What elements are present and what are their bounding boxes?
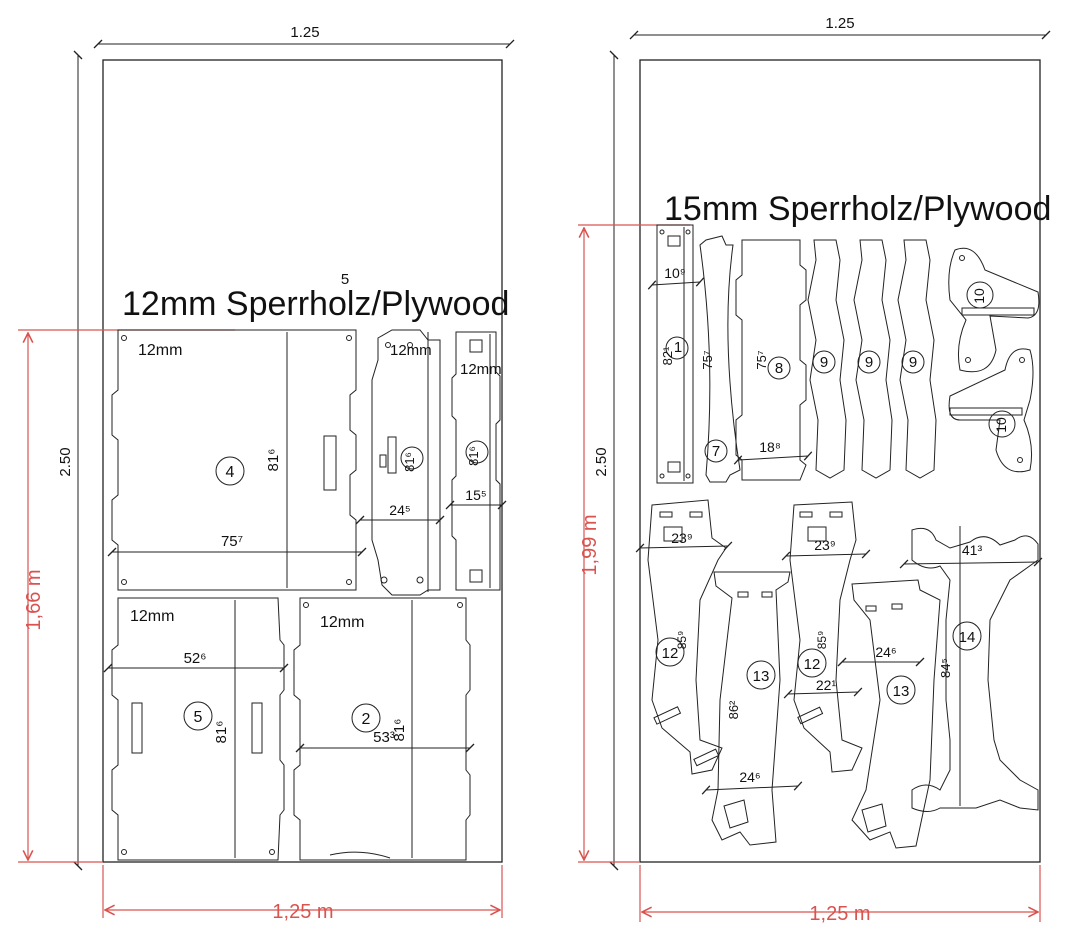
part-13-a-width: 24⁶ xyxy=(739,769,760,785)
part-13-a xyxy=(701,571,803,846)
part-9-c-number: 9 xyxy=(909,354,917,371)
part-7 xyxy=(699,235,741,483)
left-red-width-label: 1,25 m xyxy=(272,901,333,923)
part-9-a-number: 9 xyxy=(820,354,828,371)
part-12-b-number: 12 xyxy=(804,656,821,673)
part-9-a xyxy=(807,239,847,479)
part-7-number: 7 xyxy=(712,443,720,460)
part-4 xyxy=(107,329,367,591)
part-4-width: 75⁷ xyxy=(221,533,243,550)
part-12-a-height: 85⁹ xyxy=(675,631,689,650)
part-10-b xyxy=(948,348,1034,473)
part-13-a-number: 13 xyxy=(753,668,770,685)
part-12-b-height: 85⁹ xyxy=(815,631,829,650)
part-14-number: 14 xyxy=(959,629,976,646)
part-6-height: 81⁶ xyxy=(402,452,417,472)
part-13-b-number: 13 xyxy=(893,683,910,700)
part-6-thickness: 12mm xyxy=(390,342,432,359)
part-12-a-number: 12 xyxy=(662,645,679,662)
part-14-width: 41³ xyxy=(962,542,983,558)
part-9-b-number: 9 xyxy=(865,354,873,371)
part-8-height: 75⁷ xyxy=(754,350,769,369)
part-10-b-number: 10 xyxy=(993,417,1009,433)
part-6 xyxy=(355,329,445,596)
right-red-height-label: 1,99 m xyxy=(579,514,601,575)
part-5-thickness: 12mm xyxy=(130,608,174,625)
part-12-b xyxy=(781,501,871,773)
part-7-height: 75⁷ xyxy=(700,350,715,369)
part-1 xyxy=(647,224,705,484)
part-1-width: 10⁹ xyxy=(664,265,686,281)
part-12-a xyxy=(635,499,733,775)
part-13-b-width: 24⁶ xyxy=(875,644,896,660)
left-red-height-label: 1,66 m xyxy=(23,569,45,630)
part-13-b-dim2: 22¹ xyxy=(816,677,837,693)
right-material-title: 15mm Sperrholz/Plywood xyxy=(664,190,1051,228)
left-height-label: 2.50 xyxy=(57,447,74,476)
part-2-thickness: 12mm xyxy=(320,614,364,631)
right-sheet: 1.25 2.50 1,99 m 1,25 m 15mm Sperrholz/P… xyxy=(578,15,1051,925)
right-top-width-label: 1.25 xyxy=(825,15,854,32)
right-height-label: 2.50 xyxy=(593,447,610,476)
part-3-thickness: 12mm xyxy=(460,361,502,378)
part-5-height: 81⁶ xyxy=(213,721,230,744)
part-2 xyxy=(293,597,475,861)
part-2-width: 53³ xyxy=(373,729,395,746)
part-9-c xyxy=(897,239,937,479)
part-3-height: 81⁶ xyxy=(466,446,481,466)
left-sheet: 1.25 2.50 1,66 m 1,25 m 12mm Sperrholz/P… xyxy=(18,24,515,923)
part-14 xyxy=(899,526,1043,812)
left-top-width-label: 1.25 xyxy=(290,24,319,41)
part-2-height: 81⁶ xyxy=(391,719,408,742)
left-material-title: 12mm Sperrholz/Plywood xyxy=(122,285,509,323)
left-note-5: 5 xyxy=(341,271,349,288)
part-3 xyxy=(445,331,507,591)
part-12-b-width: 23⁹ xyxy=(814,537,836,553)
part-10-a-number: 10 xyxy=(971,288,987,304)
part-5-width: 52⁶ xyxy=(184,650,207,667)
part-12-a-width: 23⁹ xyxy=(671,530,693,546)
left-sheet-outline xyxy=(102,59,503,863)
part-4-height: 81⁶ xyxy=(265,449,282,472)
right-sheet-outline xyxy=(639,59,1041,863)
part-3-width: 15⁵ xyxy=(465,487,486,503)
part-1-height: 82¹ xyxy=(660,346,675,365)
part-4-thickness: 12mm xyxy=(138,342,182,359)
part-14-height: 84⁵ xyxy=(938,658,953,678)
part-9-b xyxy=(853,239,893,479)
part-8 xyxy=(733,239,813,481)
part-10-a xyxy=(948,247,1040,373)
part-2-number: 2 xyxy=(362,711,371,728)
part-8-width: 18⁸ xyxy=(759,439,781,455)
right-red-width-label: 1,25 m xyxy=(809,903,870,925)
part-5-number: 5 xyxy=(194,709,203,726)
part-13-b xyxy=(837,579,941,849)
part-6-width: 24⁵ xyxy=(389,502,410,518)
part-13-a-height: 86² xyxy=(726,700,741,719)
part-8-number: 8 xyxy=(775,360,783,377)
part-5 xyxy=(103,597,289,861)
part-1-number: 1 xyxy=(674,339,682,356)
part-4-number: 4 xyxy=(226,464,235,481)
